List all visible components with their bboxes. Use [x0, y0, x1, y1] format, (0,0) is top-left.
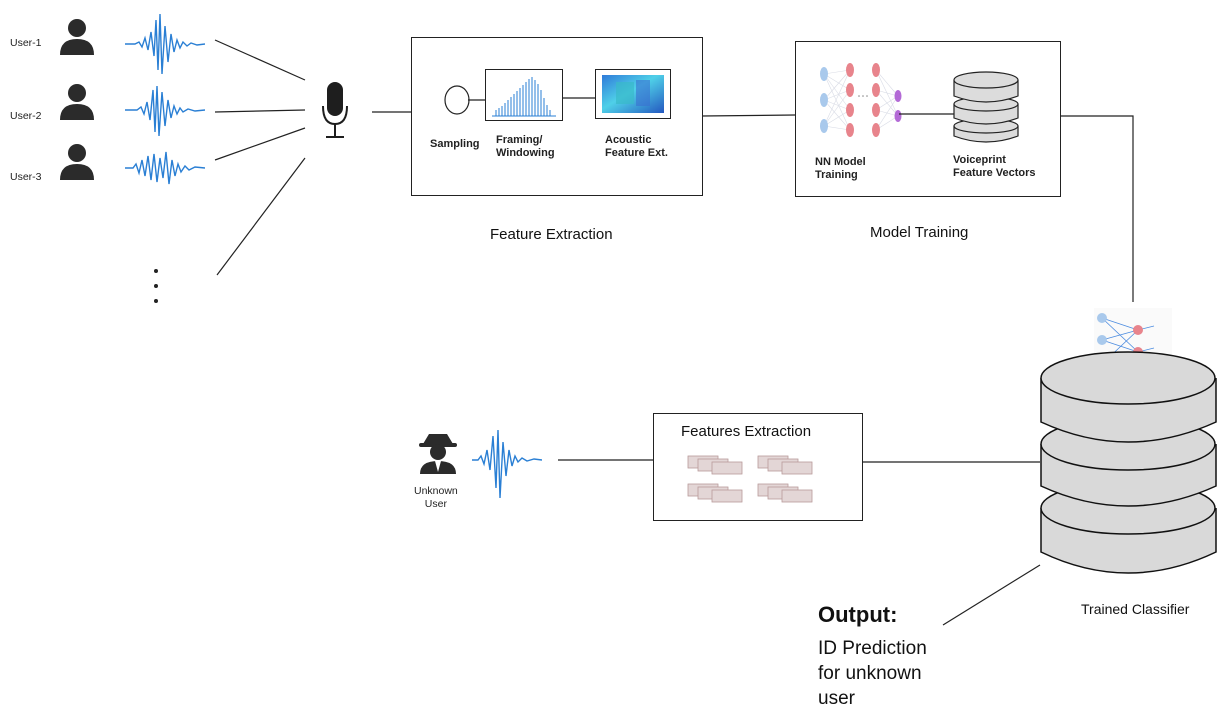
- voiceprint-label-line2: Feature Vectors: [953, 167, 1036, 179]
- link-line: [468, 99, 488, 101]
- connector-user3-mic: [214, 127, 306, 161]
- feature-extraction-caption: Feature Extraction: [490, 226, 613, 243]
- framing-histogram-icon: [492, 77, 556, 117]
- output-line1: ID Prediction: [818, 638, 927, 659]
- spy-icon: [419, 434, 457, 474]
- acoustic-panel: [595, 69, 671, 119]
- nn-model-label-line2: Training: [815, 169, 858, 181]
- waveform-icon: [125, 151, 205, 185]
- user-row-3: User-3: [8, 140, 205, 190]
- link-line: [563, 97, 595, 99]
- user-row-1: User-1: [8, 13, 205, 75]
- waveform-icon: [125, 13, 205, 75]
- unknown-user-label-line1: Unknown: [414, 485, 458, 497]
- output-description: ID Prediction for unknown user: [818, 636, 927, 711]
- voiceprint-label-line1: Voiceprint: [953, 154, 1006, 166]
- connector-classifier-output: [942, 564, 1041, 626]
- sampling-label: Sampling: [430, 138, 480, 150]
- model-training-caption: Model Training: [870, 224, 969, 241]
- framing-label-line2: Windowing: [496, 147, 555, 159]
- more-users-ellipsis: [150, 262, 162, 307]
- acoustic-label-line1: Acoustic: [605, 134, 652, 146]
- output-title: Output:: [818, 602, 898, 627]
- model-training-box: NN Model Training Voiceprint Feature Vec…: [795, 41, 1061, 197]
- feature-extraction-box: Sampling Framing/ Windowing: [411, 37, 703, 196]
- user-label: User-2: [10, 110, 42, 122]
- acoustic-label: Acoustic Feature Ext.: [605, 134, 668, 160]
- person-icon: [60, 19, 94, 55]
- connector-user2-mic: [214, 109, 306, 113]
- unknown-user-label-line2: User: [424, 498, 447, 510]
- features-extraction-box: Features Extraction: [653, 413, 863, 521]
- link-line: [899, 113, 957, 115]
- framing-label-line1: Framing/: [496, 134, 543, 146]
- acoustic-label-line2: Feature Ext.: [605, 147, 668, 159]
- user-label: User-3: [10, 171, 42, 183]
- framing-label: Framing/ Windowing: [496, 134, 555, 160]
- voiceprint-label: Voiceprint Feature Vectors: [953, 154, 1036, 180]
- output-line2: for unknown: [818, 663, 922, 684]
- connector-feature-model: [701, 114, 796, 117]
- features-extraction-title: Features Extraction: [681, 423, 812, 440]
- connector-model-classifier: [1060, 115, 1134, 302]
- spectrogram-icon: [602, 75, 664, 113]
- microphone-icon: [322, 82, 348, 138]
- neural-network-icon: [820, 63, 902, 137]
- connector-more-mic: [216, 157, 306, 276]
- trained-classifier-label: Trained Classifier: [1081, 601, 1190, 617]
- database-icon: [953, 71, 1019, 143]
- waveform-icon: [125, 85, 205, 137]
- unknown-waveform-icon: [472, 429, 542, 499]
- user-row-2: User-2: [8, 80, 205, 140]
- trained-classifier-database-icon: [1040, 351, 1217, 574]
- output-line3: user: [818, 688, 855, 709]
- connector-user1-mic: [214, 39, 306, 81]
- user-label: User-1: [10, 37, 42, 49]
- feature-frames-icon: [687, 455, 813, 503]
- framing-panel: [485, 69, 563, 121]
- nn-model-label-line1: NN Model: [815, 156, 866, 168]
- unknown-user-label: Unknown User: [414, 485, 458, 511]
- person-icon: [60, 144, 94, 180]
- nn-model-label: NN Model Training: [815, 156, 866, 182]
- person-icon: [60, 84, 94, 120]
